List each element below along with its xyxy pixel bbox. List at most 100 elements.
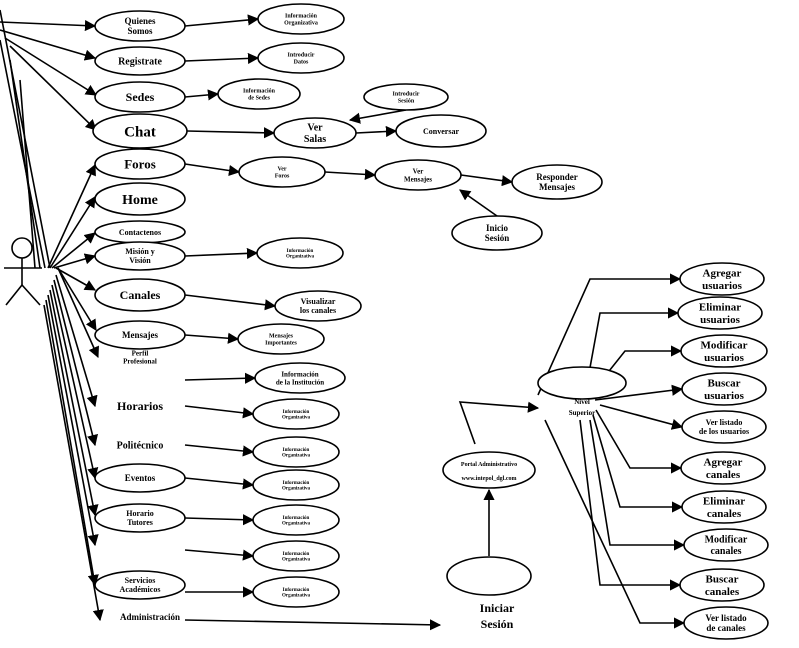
actor-edge-11 xyxy=(55,274,98,408)
node-label: Ver xyxy=(277,167,286,173)
node-label: Agregar xyxy=(703,267,742,279)
node-label: Horarios xyxy=(117,399,163,413)
node-label: Visión xyxy=(129,256,151,265)
flow-edge-16 xyxy=(184,477,255,490)
node-label: Académicos xyxy=(120,585,161,594)
actor-fan-3 xyxy=(19,79,36,269)
actor-edge-17 xyxy=(43,304,104,622)
node-label: Somos xyxy=(127,26,153,36)
node-label: Organizativa xyxy=(282,454,311,459)
node-label: Mensajes xyxy=(269,334,294,340)
flow-edge-1 xyxy=(184,52,260,65)
actor-edge-16 xyxy=(45,299,99,587)
flow-edge-27 xyxy=(599,404,684,430)
node-label: canales xyxy=(710,546,741,557)
flow-edge-31 xyxy=(579,419,682,591)
flow-edge-22 xyxy=(458,401,540,445)
node-label: usuarios xyxy=(704,390,744,402)
actor-edge-7 xyxy=(53,253,97,269)
node-label: Información xyxy=(287,249,314,254)
actor-edge-1 xyxy=(0,29,97,61)
node-eventos: Eventos xyxy=(94,463,186,493)
actor-edge-9 xyxy=(57,267,97,331)
node-label: Perfil xyxy=(132,349,149,357)
actor-fan-1 xyxy=(0,39,46,269)
node-label: Información xyxy=(243,89,276,95)
node-conversar: Conversar xyxy=(395,114,487,148)
node-label: canales xyxy=(706,469,741,481)
node-mensajes: Mensajes xyxy=(94,320,186,350)
use-case-nodes: QuienesSomosRegistrateSedesChatForosHome… xyxy=(92,3,769,640)
flow-edge-12 xyxy=(184,332,240,344)
connector-lines xyxy=(0,9,686,631)
node-horarios: Horarios xyxy=(117,399,163,413)
flow-edge-2 xyxy=(184,89,220,101)
node-label: Información xyxy=(283,516,310,521)
flow-edge-8 xyxy=(460,174,514,187)
node-label: de los usuarios xyxy=(699,427,749,436)
node-label: Contactenos xyxy=(119,228,161,237)
actor-edge-4 xyxy=(47,163,96,269)
flow-edge-11 xyxy=(184,294,277,311)
node-canales: Canales xyxy=(94,278,186,312)
flow-edge-3 xyxy=(186,127,276,139)
node-label: Home xyxy=(122,193,158,208)
node-label: Datos xyxy=(294,59,309,65)
node-label: de la Institución xyxy=(276,378,324,386)
node-label: Politécnico xyxy=(117,441,164,452)
node-administracion: Administración xyxy=(120,612,180,622)
flow-edge-32 xyxy=(544,419,686,629)
node-label: Información xyxy=(283,481,310,486)
node-label: Modificar xyxy=(700,339,747,351)
node-label: Organizativa xyxy=(282,558,311,563)
node-sedes: Sedes xyxy=(94,81,186,113)
flow-edge-30 xyxy=(589,419,686,551)
node-label: Nivel xyxy=(574,398,590,406)
node-label: Horario xyxy=(126,509,154,518)
node-label: Conversar xyxy=(423,127,459,136)
flow-edge-17 xyxy=(184,514,255,526)
node-label: Información xyxy=(281,370,318,378)
node-label: Información xyxy=(283,552,310,557)
actor-edge-12 xyxy=(53,279,99,447)
node-label: los canales xyxy=(300,306,336,315)
actor-edge-2 xyxy=(4,37,97,96)
node-label: Profesional xyxy=(123,357,157,365)
node-label: Sesión xyxy=(485,233,510,243)
node-label: Información xyxy=(285,14,318,20)
node-label: Visualizar xyxy=(301,297,336,306)
actor-edge-14 xyxy=(49,289,99,517)
flow-edge-15 xyxy=(184,444,255,457)
flow-edge-23 xyxy=(537,273,682,396)
node-label: Información xyxy=(283,448,310,453)
node-label: Salas xyxy=(304,134,326,145)
node-label: Buscar xyxy=(706,573,739,585)
node-label: Organizativa xyxy=(282,522,311,527)
node-label: Iniciar xyxy=(480,601,515,615)
flow-edge-18 xyxy=(184,549,255,561)
actor-edge-13 xyxy=(51,284,99,480)
node-label: Organizativa xyxy=(284,20,318,26)
node-label: Modificar xyxy=(705,535,748,546)
node-label: Mensajes xyxy=(122,330,158,340)
